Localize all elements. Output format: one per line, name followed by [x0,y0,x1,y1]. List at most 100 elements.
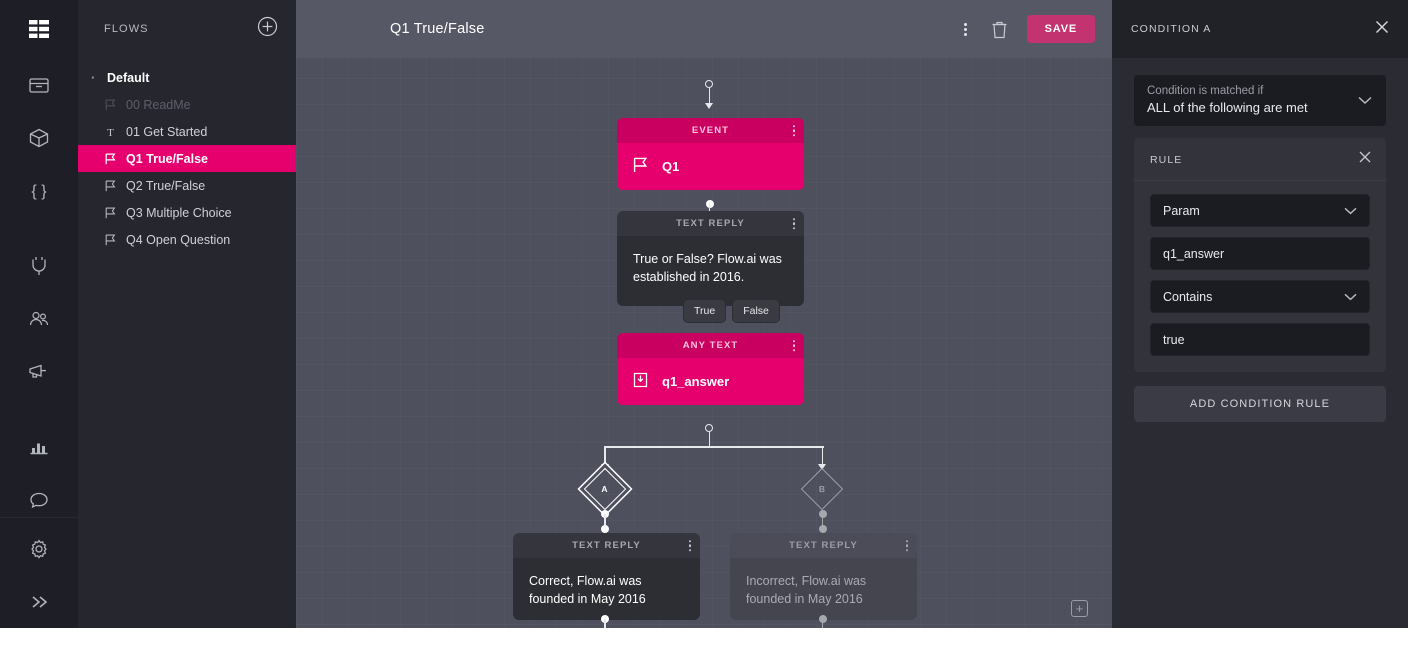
rule-fields: Param q1_answer Contains [1134,181,1386,356]
chevron-down-icon[interactable] [1344,290,1357,304]
sidebar-item-01-get-started[interactable]: T 01 Get Started [78,118,296,145]
node-any-text[interactable]: ANY TEXT q1_answer [617,333,804,405]
connector-line [708,203,711,216]
flow-group-default[interactable]: · Default [78,64,296,91]
condition-panel-body: Condition is matched if ALL of the follo… [1112,58,1408,422]
connector-line [821,619,824,628]
node-text: True or False? Flow.ai was established i… [633,252,782,285]
node-text: Incorrect, Flow.ai was founded in May 20… [746,574,867,607]
sidebar-item-integrations[interactable] [0,239,78,292]
sidebar-item-broadcast[interactable] [0,345,78,398]
sidebar-item-modules[interactable] [0,111,78,164]
connector-arrow-icon [705,103,713,109]
sidebar-item-00-readme[interactable]: 00 ReadMe [78,91,296,118]
plug-icon [32,256,46,275]
chevron-down-icon[interactable] [1358,92,1372,110]
flag-icon [633,157,648,176]
sidebar-item-q2-true-false[interactable]: Q2 True/False [78,172,296,199]
node-body: Q1 [617,143,804,190]
flow-canvas[interactable]: EVENT Q1 [296,0,1112,628]
chevron-down-icon[interactable] [1344,204,1357,218]
flag-icon [104,234,117,246]
sidebar-item-inbox[interactable] [0,58,78,111]
node-text-reply-incorrect[interactable]: TEXT REPLY Incorrect, Flow.ai was founde… [730,533,917,620]
condition-match-label: Condition is matched if [1147,85,1264,97]
users-icon [29,311,49,325]
node-menu-icon[interactable] [792,217,795,230]
rail-icon-list: { } [0,58,78,526]
save-button[interactable]: SAVE [1026,15,1095,43]
close-icon[interactable] [1374,19,1390,40]
node-menu-icon[interactable] [688,539,691,552]
connector-start-ring [705,80,713,88]
node-menu-icon[interactable] [792,339,795,352]
condition-match-select[interactable]: Condition is matched if ALL of the follo… [1134,75,1386,126]
add-node-button[interactable]: + [1071,600,1088,617]
node-event[interactable]: EVENT Q1 [617,118,804,190]
flow-label: Default [107,70,150,85]
sidebar-item-code[interactable]: { } [0,164,78,217]
braces-icon: { } [31,183,47,200]
node-text-reply-1[interactable]: TEXT REPLY True or False? Flow.ai was es… [617,211,804,306]
condition-panel: CONDITION A Condition is matched if ALL … [1112,0,1408,628]
node-menu-icon[interactable] [792,124,795,137]
collapse-caret-icon[interactable]: · [91,70,96,85]
trash-icon[interactable] [983,12,1017,46]
text-icon: T [104,126,117,138]
expand-rail-button[interactable] [0,575,78,628]
connector-in-dot[interactable] [601,525,609,533]
node-header: TEXT REPLY [730,533,917,558]
connector-line [604,619,606,628]
node-header-label: TEXT REPLY [676,218,745,229]
add-flow-button[interactable] [257,16,278,42]
branch-line-left [604,446,709,448]
node-body: Correct, Flow.ai was founded in May 2016 [513,558,700,620]
node-header: TEXT REPLY [513,533,700,558]
toolbar-actions: SAVE [949,12,1112,46]
quick-reply-true[interactable]: True [683,299,727,323]
rule-param-name-value: q1_answer [1163,246,1225,261]
sidebar-item-q4-open-question[interactable]: Q4 Open Question [78,226,296,253]
node-menu-icon[interactable] [905,539,908,552]
rule-title: RULE [1150,153,1183,166]
node-body: Incorrect, Flow.ai was founded in May 20… [730,558,917,620]
rule-param-name-input[interactable]: q1_answer [1150,237,1370,270]
save-param-icon [633,372,648,391]
node-header: ANY TEXT [617,333,804,358]
gear-icon [31,539,47,559]
flag-icon [104,153,117,165]
chat-bubble-icon [30,492,48,508]
node-text-reply-correct[interactable]: TEXT REPLY Correct, Flow.ai was founded … [513,533,700,620]
connector-line [708,432,710,446]
branch-label-b: B [818,484,826,494]
app-logo[interactable] [0,0,78,58]
node-header-label: EVENT [691,125,730,136]
condition-match-value: ALL of the following are met [1147,100,1308,115]
app-icon-rail: { } [0,0,78,628]
branch-arrow-left-icon [600,464,609,470]
sidebar-item-settings[interactable] [0,522,78,575]
connector-line [604,514,606,528]
quick-reply-false[interactable]: False [732,299,780,323]
sidebar-item-q1-true-false[interactable]: Q1 True/False [78,145,296,172]
flag-icon [104,99,117,111]
node-text: q1_answer [662,374,730,389]
rule-operator-select[interactable]: Contains [1150,280,1370,313]
rule-source-type-select[interactable]: Param [1150,194,1370,227]
remove-rule-icon[interactable] [1358,150,1372,169]
sidebar-item-analytics[interactable] [0,420,78,473]
sidebar-item-audience[interactable] [0,292,78,345]
flow-label: Q3 Multiple Choice [126,205,232,220]
sidebar-item-messages[interactable] [0,473,78,526]
kebab-menu-icon[interactable] [949,12,983,46]
sidebar-item-q3-multiple-choice[interactable]: Q3 Multiple Choice [78,199,296,226]
flow-label: 01 Get Started [126,124,208,139]
node-text: Correct, Flow.ai was founded in May 2016 [529,574,646,607]
connector-in-dot[interactable] [818,525,827,533]
rail-bottom-group [0,517,78,628]
chevron-double-right-icon [32,595,48,608]
plus-circle-icon [257,16,278,37]
rule-value-input[interactable]: true [1150,323,1370,356]
canvas-toolbar: Q1 True/False SAVE [296,0,1112,58]
add-condition-rule-button[interactable]: ADD CONDITION RULE [1134,386,1386,422]
